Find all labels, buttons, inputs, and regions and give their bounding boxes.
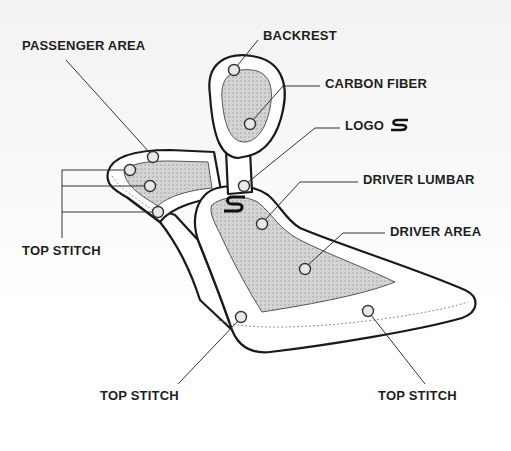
stitch-lines [112, 176, 468, 327]
seat-logo [224, 197, 245, 211]
part-label: TOP STITCH [22, 243, 101, 258]
part-label: TOP STITCH [378, 388, 457, 403]
part-label: DRIVER LUMBAR [363, 172, 475, 187]
part-label: BACKREST [263, 28, 337, 43]
leader-lines [62, 40, 425, 384]
part-label: LOGO [345, 118, 384, 133]
part-label: CARBON FIBER [325, 76, 427, 91]
part-label: DRIVER AREA [390, 224, 481, 239]
callout-dots [125, 65, 374, 323]
carbon-fiber-panels [124, 70, 395, 312]
logo-icon [391, 120, 408, 130]
seat-outline [107, 55, 475, 352]
part-label: TOP STITCH [100, 388, 179, 403]
part-label: PASSENGER AREA [22, 38, 145, 53]
